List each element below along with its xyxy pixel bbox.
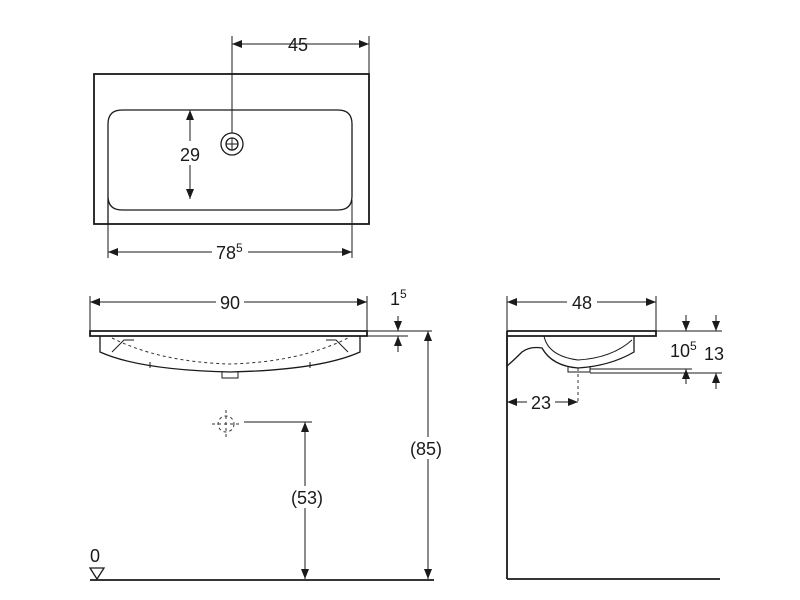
floor-zero-label: 0 xyxy=(90,546,100,566)
dim-53-label: (53) xyxy=(291,488,323,508)
dim-45-label: 45 xyxy=(288,35,308,55)
top-view: 45 29 785 xyxy=(93,35,370,263)
dim-85-label: (85) xyxy=(410,439,442,459)
dim-90-label: 90 xyxy=(220,293,240,313)
dim-10-5-label: 105 xyxy=(670,339,697,361)
drain-fitting-icon xyxy=(220,132,244,156)
bowl-outline xyxy=(107,109,353,224)
side-basin-body xyxy=(506,336,635,369)
dim-48-label: 48 xyxy=(572,293,592,313)
side-view: 48 105 13 23 xyxy=(506,292,724,580)
dim-13-label: 13 xyxy=(704,344,724,364)
dim-78-5-label: 785 xyxy=(216,241,243,263)
front-basin-body xyxy=(99,336,361,373)
side-basin-top xyxy=(507,330,657,337)
dim-29-label: 29 xyxy=(180,145,200,165)
front-view: 90 15 (53) (85) 0 xyxy=(88,287,450,581)
front-basin-top xyxy=(89,330,368,337)
drain-crosshair-icon xyxy=(212,410,240,438)
dim-1-5-label: 15 xyxy=(390,287,407,309)
dim-23-label: 23 xyxy=(531,393,551,413)
